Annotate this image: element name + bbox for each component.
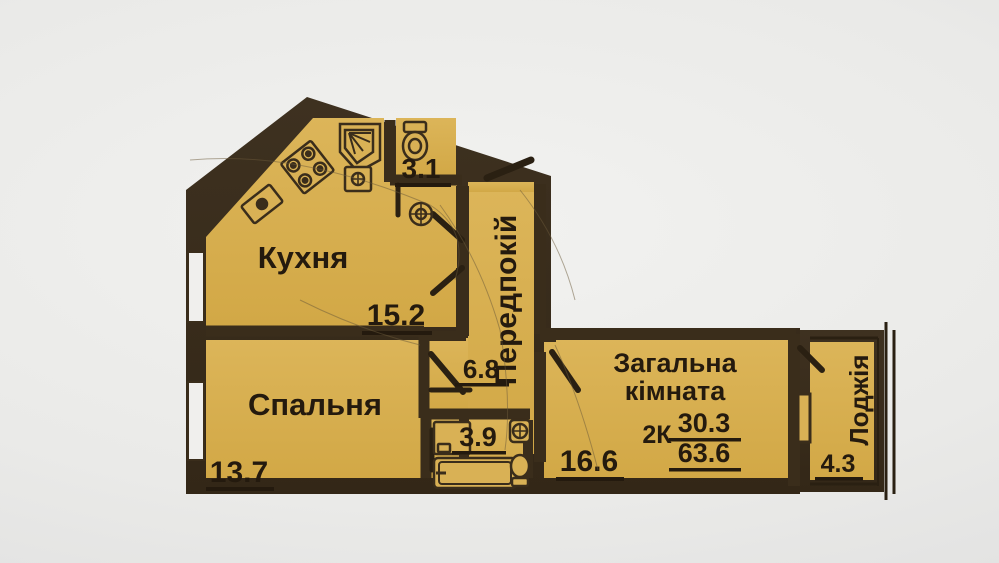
underline-wc-area (395, 183, 451, 187)
loggia-glazing (810, 322, 896, 500)
windows (187, 251, 205, 461)
underline-bathroom-area (452, 451, 506, 455)
window-bedroom-left (187, 381, 205, 461)
kitchen-round-fixture (408, 201, 434, 227)
label-hall-area: 6.8 (463, 354, 499, 384)
divider-area-fraction (669, 438, 741, 442)
room-floor-living (544, 340, 790, 478)
underline-loggia-area (815, 477, 863, 481)
underline-bedroom-area (206, 487, 274, 491)
bath-sink (508, 418, 532, 444)
bath-toilet (509, 453, 531, 488)
room-floors (206, 118, 874, 480)
wc-toilet (401, 120, 429, 162)
labels: Кухня 15.2 Спальня 13.7 Загальна кімната… (206, 153, 874, 491)
label-loggia-name: Лоджія (844, 354, 874, 445)
label-kitchen-name: Кухня (258, 240, 349, 275)
label-living-name-line1: Загальна (613, 348, 737, 378)
underline-total-area (669, 468, 741, 472)
room-floor-loggia (810, 342, 874, 480)
label-bedroom-area: 13.7 (210, 456, 268, 489)
label-kitchen-area: 15.2 (367, 299, 425, 332)
underline-kitchen-area (362, 331, 432, 335)
label-living-name-line2: кімната (625, 376, 727, 406)
label-wc-area: 3.1 (402, 153, 441, 184)
bath-tub (432, 456, 518, 490)
kitchen-corner-counter (338, 122, 382, 174)
label-loggia-area: 4.3 (821, 450, 856, 478)
fixtures (240, 120, 532, 490)
label-living-area-total: 30.3 (678, 408, 731, 438)
label-total-area: 63.6 (678, 438, 731, 468)
entry-door (483, 156, 535, 182)
room-floor-hall (468, 190, 534, 454)
label-living-area: 16.6 (560, 445, 618, 478)
label-apartment-type: 2К (642, 421, 672, 449)
window-kitchen-left (187, 251, 205, 323)
balcony-door (796, 345, 825, 444)
room-floor-hall-entry (468, 182, 534, 192)
room-floor-kitchen (206, 118, 457, 327)
underline-living-area (556, 477, 624, 481)
label-bathroom-area: 3.9 (459, 422, 497, 452)
kitchen-sink (240, 183, 284, 225)
pencil-marks (189, 158, 599, 471)
underline-hall-area (455, 383, 509, 387)
label-hall-name: Передпокій (490, 215, 523, 386)
kitchen-appliance (343, 165, 373, 193)
room-floor-bedroom (206, 340, 424, 478)
label-bedroom-name: Спальня (248, 387, 382, 422)
door-living-hall (549, 349, 581, 393)
